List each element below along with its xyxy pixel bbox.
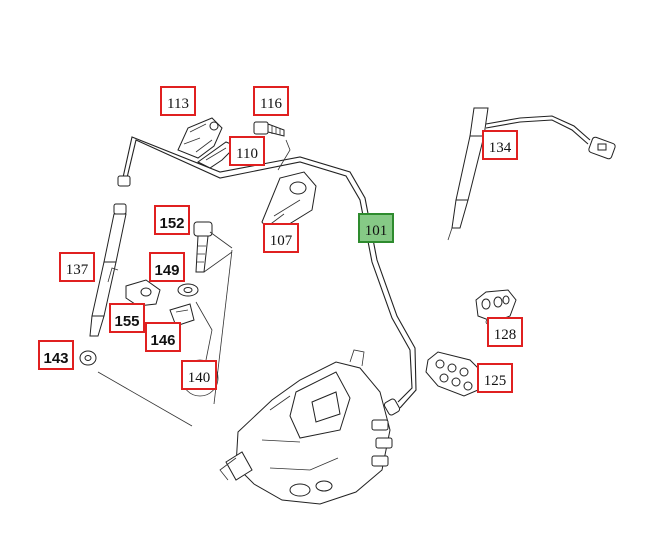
washer-149 xyxy=(177,283,199,297)
injection-pump xyxy=(219,349,393,505)
clip-146 xyxy=(169,303,195,327)
callout-128[interactable]: 128 xyxy=(487,317,523,347)
callout-label: 116 xyxy=(260,96,282,112)
callout-label: 155 xyxy=(114,313,140,330)
callout-label: 137 xyxy=(65,262,89,278)
callout-label: 125 xyxy=(483,373,507,389)
callout-134[interactable]: 134 xyxy=(482,130,518,160)
callout-label: 149 xyxy=(154,262,180,279)
callout-155[interactable]: 155 xyxy=(109,303,145,333)
injector-134 xyxy=(447,107,616,241)
callout-label: 107 xyxy=(269,233,293,249)
bolt-152 xyxy=(193,221,233,273)
callout-label: 128 xyxy=(493,327,517,343)
callout-152[interactable]: 152 xyxy=(154,205,190,235)
callout-label: 140 xyxy=(187,370,211,386)
callout-116[interactable]: 116 xyxy=(253,86,289,116)
callout-110[interactable]: 110 xyxy=(229,136,265,166)
bolt-116 xyxy=(253,121,291,171)
callout-label: 113 xyxy=(167,96,189,112)
injector-137 xyxy=(89,203,127,337)
callout-137[interactable]: 137 xyxy=(59,252,95,282)
callout-101[interactable]: 101 xyxy=(358,213,394,243)
bracket-113 xyxy=(177,117,223,159)
callout-107[interactable]: 107 xyxy=(263,223,299,253)
callout-label: 146 xyxy=(150,332,176,349)
callout-125[interactable]: 125 xyxy=(477,363,513,393)
callout-140[interactable]: 140 xyxy=(181,360,217,390)
callout-label: 110 xyxy=(236,146,258,162)
washer-143 xyxy=(79,350,97,366)
relay-125 xyxy=(425,351,483,397)
callout-149[interactable]: 149 xyxy=(149,252,185,282)
callout-label: 101 xyxy=(364,223,388,239)
callout-label: 152 xyxy=(159,215,185,232)
clamp-block xyxy=(125,279,161,307)
callout-label: 134 xyxy=(488,140,512,156)
callout-label: 143 xyxy=(43,350,69,367)
callout-113[interactable]: 113 xyxy=(160,86,196,116)
injection-line-101 xyxy=(117,136,417,416)
callout-146[interactable]: 146 xyxy=(145,322,181,352)
callout-143[interactable]: 143 xyxy=(38,340,74,370)
filter-128 xyxy=(475,289,517,327)
group-lines-140 xyxy=(97,249,233,427)
